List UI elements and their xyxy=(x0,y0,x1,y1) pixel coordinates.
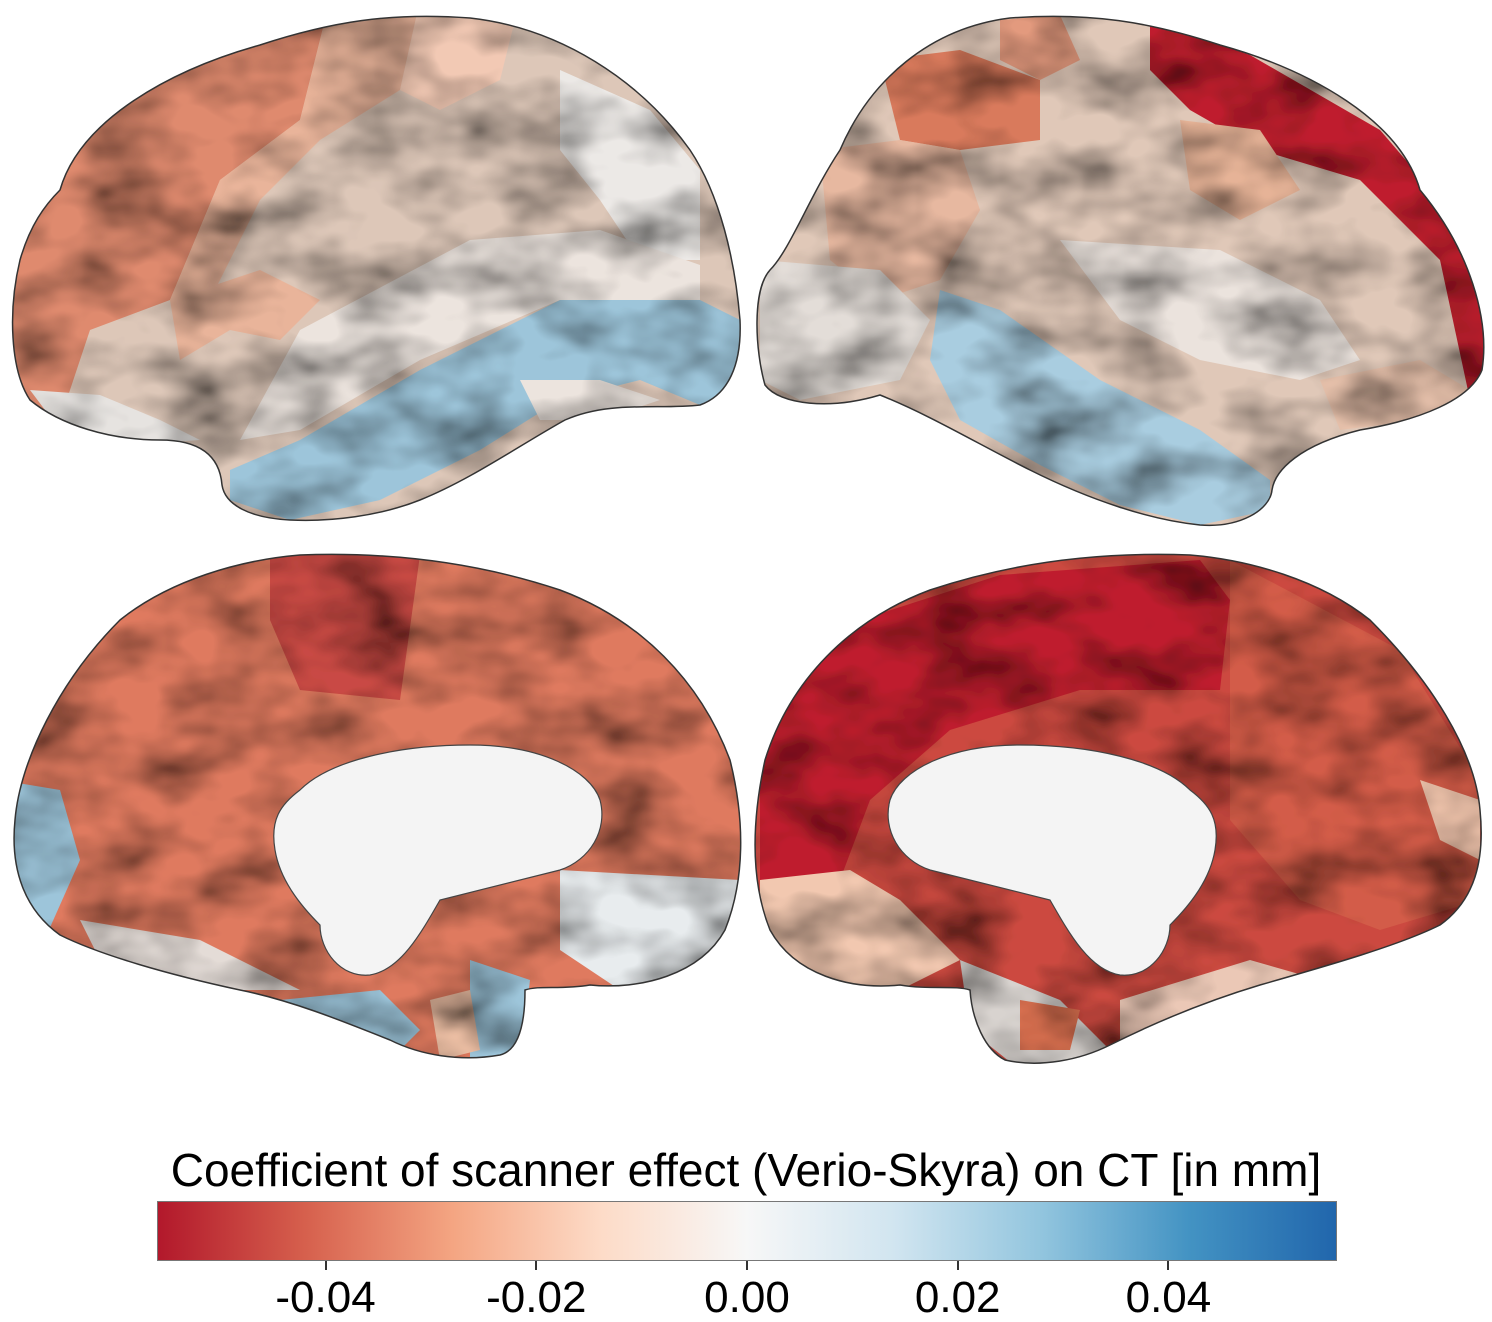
colorbar-gradient xyxy=(157,1201,1337,1261)
colorbar-tick-label: 0.02 xyxy=(914,1273,1001,1322)
left-lateral-hemisphere xyxy=(11,15,741,522)
colorbar-title: Coefficient of scanner effect (Verio-Sky… xyxy=(170,1144,1322,1196)
colorbar-tick-mark xyxy=(1167,1261,1170,1270)
colorbar-tick-label: -0.04 xyxy=(275,1273,376,1322)
colorbar-tick-mark xyxy=(746,1261,748,1270)
colorbar-tick-mark xyxy=(535,1261,538,1270)
colorbar-tick-mark xyxy=(324,1261,327,1270)
colorbar-tick-mark xyxy=(956,1261,959,1270)
brain-surface-renderings xyxy=(11,15,1485,1064)
colorbar-tick-label: 0.00 xyxy=(704,1273,790,1322)
colorbar-tick-label: 0.04 xyxy=(1125,1273,1212,1322)
colorbar-tick-label: -0.02 xyxy=(486,1273,587,1322)
right-lateral-hemisphere xyxy=(756,15,1485,527)
colorbar-ticks: -0.04 -0.02 0.00 0.02 0.04 xyxy=(157,1261,1337,1322)
right-medial-hemisphere xyxy=(754,553,1482,1064)
left-medial-hemisphere xyxy=(13,553,742,1059)
